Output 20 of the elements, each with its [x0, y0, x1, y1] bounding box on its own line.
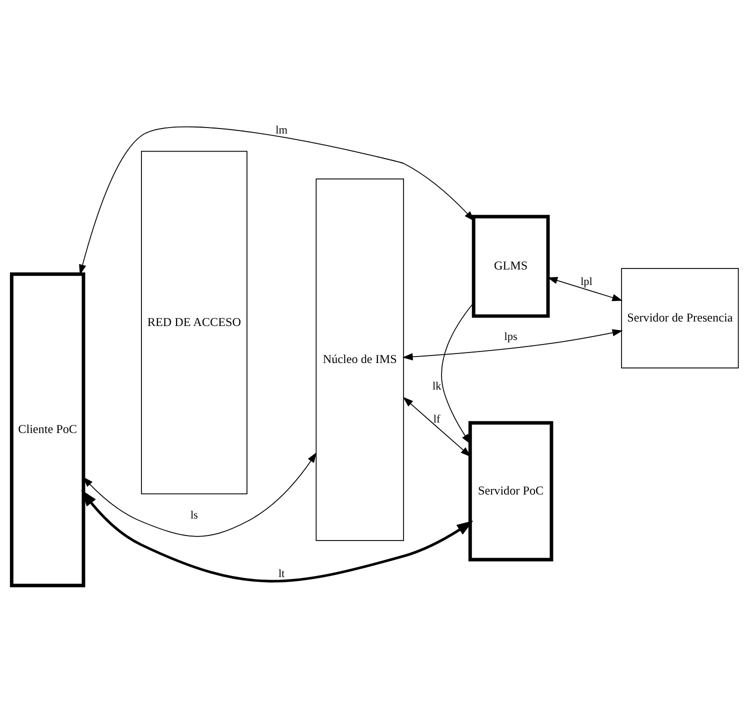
arrow: [547, 276, 623, 302]
node-box: Núcleo de IMS: [316, 178, 404, 541]
arrow: [402, 396, 471, 457]
edge-label: lm: [276, 124, 288, 136]
node-box: RED DE ACCESO: [141, 150, 248, 494]
edge-label: lf: [433, 413, 440, 426]
edge-label: lps: [504, 331, 518, 344]
arrow: [441, 302, 474, 444]
edge-label: lpl: [580, 276, 592, 288]
node-box: Servidor de Presencia: [621, 268, 739, 368]
node-box: GLMS: [472, 214, 550, 318]
arrow: [82, 452, 317, 537]
node-box: Cliente PoC: [10, 272, 86, 588]
arrow: [402, 329, 623, 360]
node-box: Servidor PoC: [468, 421, 554, 562]
edge-label: ls: [190, 509, 198, 522]
edge-label: lt: [278, 568, 285, 580]
arrow: [81, 490, 474, 582]
edge-label: lk: [432, 380, 442, 393]
arrow: [79, 126, 474, 276]
